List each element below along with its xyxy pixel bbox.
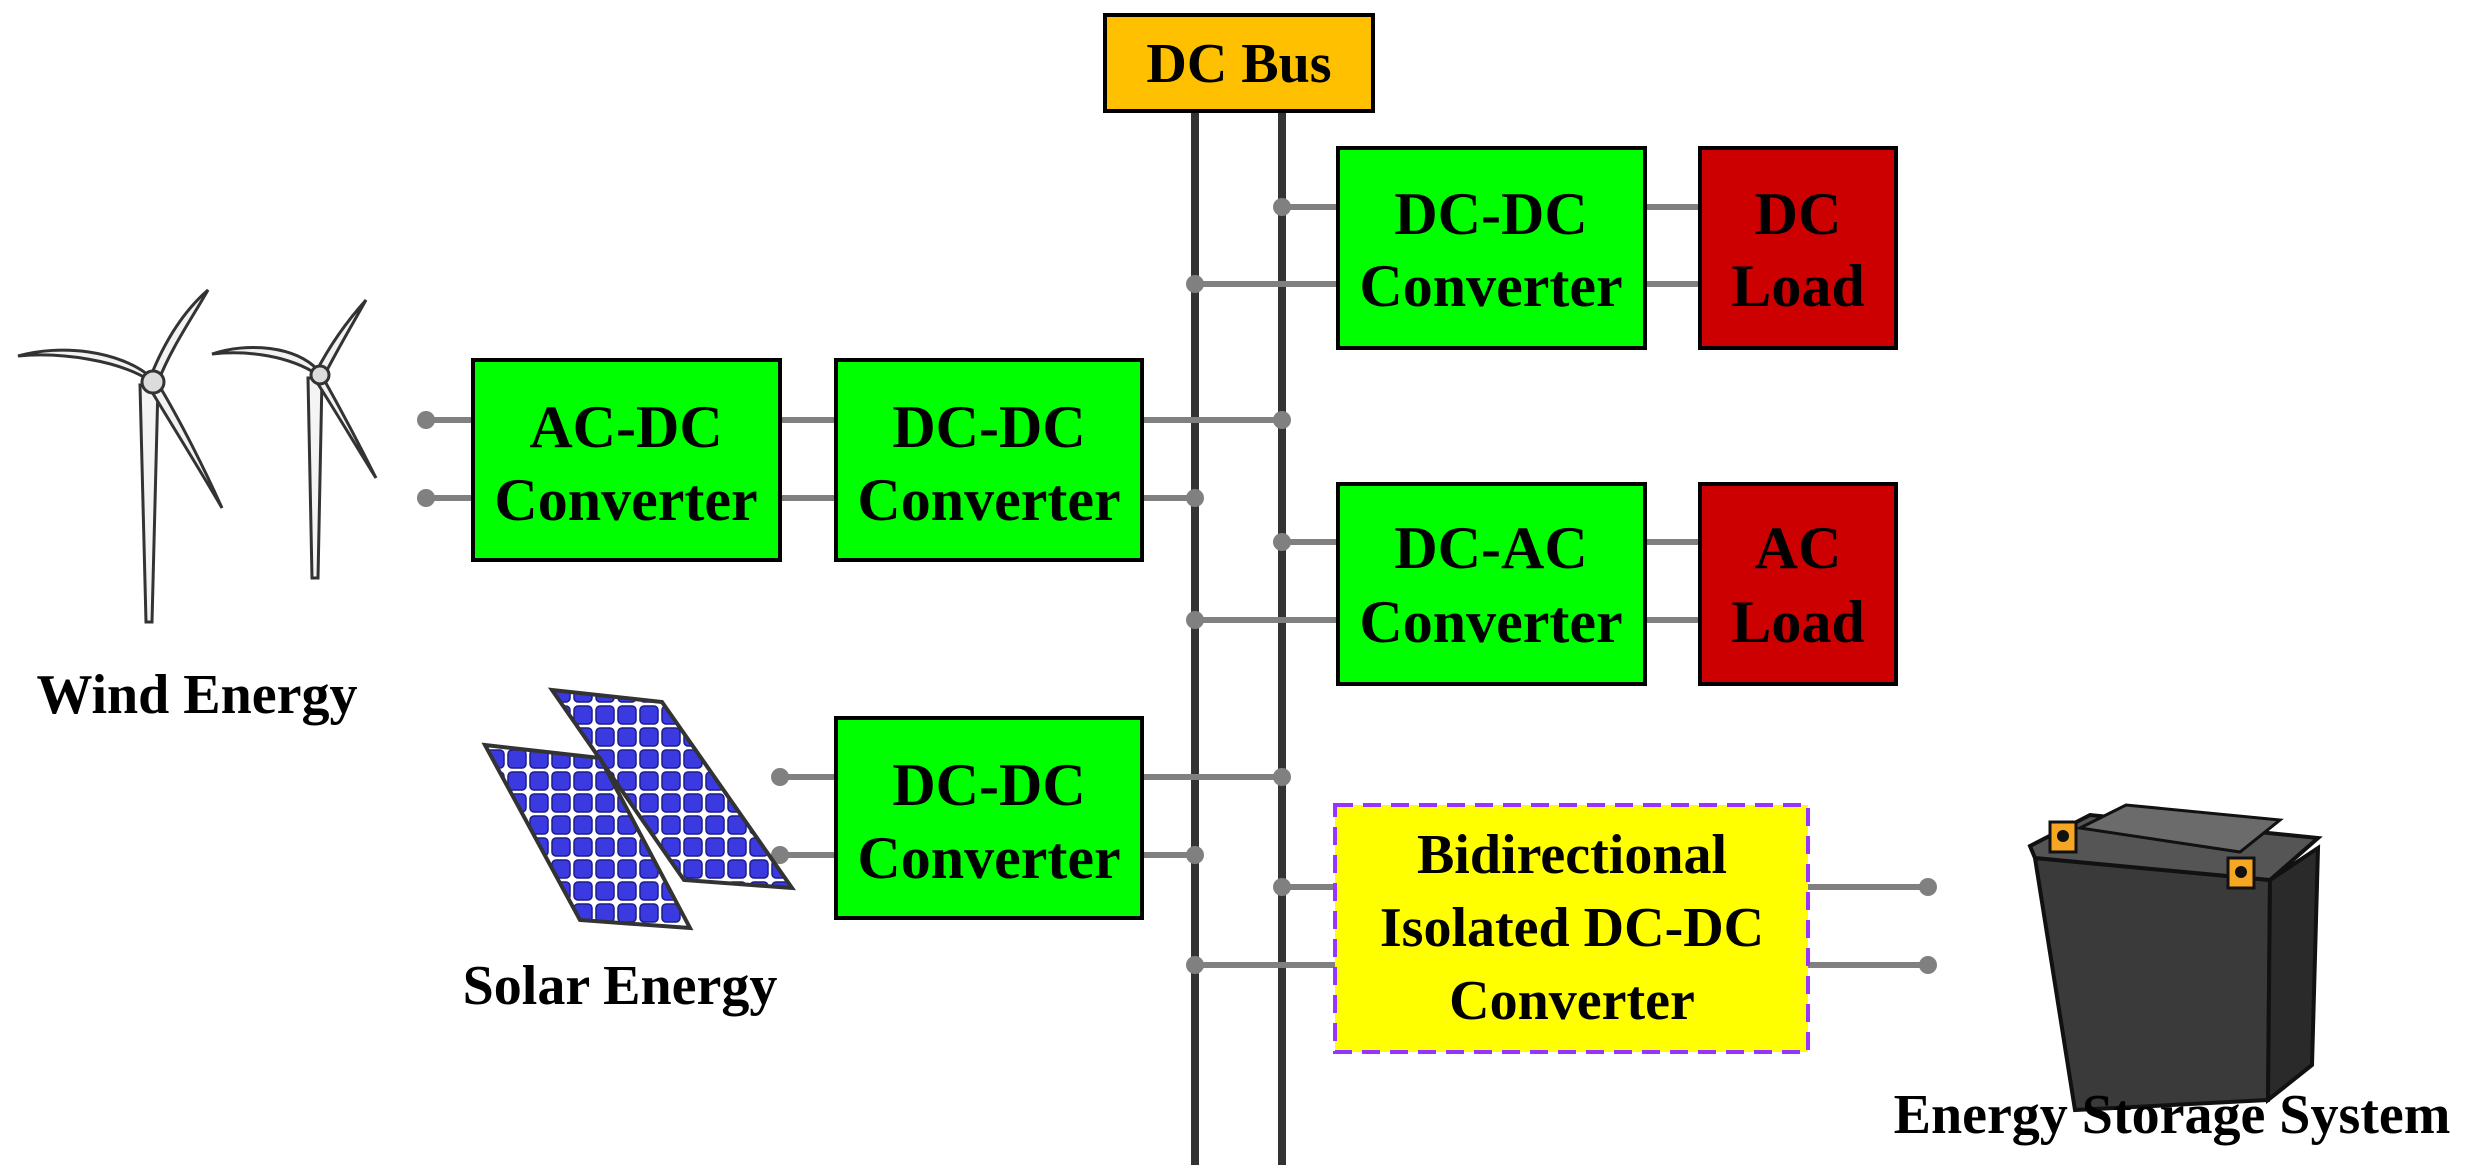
- dc-bus-label: DC Bus: [1103, 13, 1375, 113]
- bus-junction-dot: [1186, 611, 1204, 629]
- bus-junction-dot: [1273, 533, 1291, 551]
- converter-box: [471, 358, 782, 562]
- converter-box: [834, 358, 1144, 562]
- load-label-line2: Load: [1731, 253, 1864, 319]
- converter-label-line2: Converter: [857, 825, 1120, 891]
- junction-dots: [417, 198, 1937, 974]
- load-dcdc-converter: DC-DC Converter: [1336, 146, 1647, 350]
- solar-energy-caption: Solar Energy: [463, 955, 778, 1017]
- bidirectional-label-line2: Isolated DC-DC: [1380, 897, 1764, 959]
- terminal-dot: [417, 411, 435, 429]
- load-label-line1: AC: [1755, 515, 1842, 581]
- load-label-line2: Load: [1731, 589, 1864, 655]
- load-label-line1: DC: [1755, 181, 1842, 247]
- wind-energy-caption: Wind Energy: [36, 664, 357, 726]
- converter-label-line1: AC-DC: [529, 394, 722, 460]
- wind-turbine-icon: [17, 288, 378, 624]
- battery-terminal-right: [2226, 856, 2256, 890]
- battery-lid: [2075, 803, 2284, 854]
- terminal-dot: [771, 846, 789, 864]
- wind-turbine-large: [17, 288, 224, 624]
- converter-label-line2: Converter: [1359, 253, 1622, 319]
- battery-body-front: [2032, 855, 2273, 1113]
- dc-bus-label-box: [1103, 13, 1375, 113]
- load-dcac-converter: DC-AC Converter: [1336, 482, 1647, 686]
- solar-panel-icon: [481, 687, 797, 931]
- converter-box: [1336, 146, 1647, 350]
- wind-turbine-small: [211, 298, 378, 580]
- terminal-dot: [1919, 956, 1937, 974]
- wind-acdc-converter: AC-DC Converter: [471, 358, 782, 562]
- converter-label-line2: Converter: [857, 467, 1120, 533]
- dc-load: DC Load: [1698, 146, 1898, 350]
- bus-junction-dot: [1273, 768, 1291, 786]
- energy-storage-caption: Energy Storage System: [1894, 1084, 2451, 1146]
- battery-body-side: [2265, 844, 2321, 1105]
- converter-box: [834, 716, 1144, 920]
- ac-load: AC Load: [1698, 482, 1898, 686]
- bidirectional-label-line1: Bidirectional: [1417, 824, 1727, 886]
- bus-junction-dot: [1186, 275, 1204, 293]
- dc-bus-label-text: DC Bus: [1146, 33, 1331, 95]
- load-box: [1698, 146, 1898, 350]
- battery-terminal-left: [2048, 820, 2078, 854]
- converter-label-line1: DC-DC: [892, 752, 1085, 818]
- wind-dcdc-converter: DC-DC Converter: [834, 358, 1144, 562]
- solar-panel-front: [481, 742, 694, 931]
- terminal-dot: [771, 768, 789, 786]
- converter-label-line2: Converter: [1359, 589, 1622, 655]
- bus-junction-dot: [1273, 411, 1291, 429]
- converter-label-line1: DC-DC: [1394, 181, 1587, 247]
- converter-box: [1336, 482, 1647, 686]
- terminal-dot: [1919, 878, 1937, 896]
- bus-junction-dot: [1273, 198, 1291, 216]
- load-box: [1698, 482, 1898, 686]
- solar-dcdc-converter: DC-DC Converter: [834, 716, 1144, 920]
- bidirectional-label-line3: Converter: [1449, 970, 1695, 1032]
- solar-panel-back: [547, 687, 797, 891]
- bidirectional-box: [1333, 803, 1810, 1054]
- terminal-dot: [417, 489, 435, 507]
- bus-junction-dot: [1273, 878, 1291, 896]
- battery-icon: [2027, 803, 2323, 1113]
- bus-junction-dot: [1186, 956, 1204, 974]
- bus-junction-dot: [1186, 846, 1204, 864]
- converter-label-line1: DC-DC: [892, 394, 1085, 460]
- converter-label-line1: DC-AC: [1394, 515, 1587, 581]
- converter-label-line2: Converter: [494, 467, 757, 533]
- bidirectional-converter: Bidirectional Isolated DC-DC Converter: [1333, 803, 1810, 1054]
- bus-junction-dot: [1186, 489, 1204, 507]
